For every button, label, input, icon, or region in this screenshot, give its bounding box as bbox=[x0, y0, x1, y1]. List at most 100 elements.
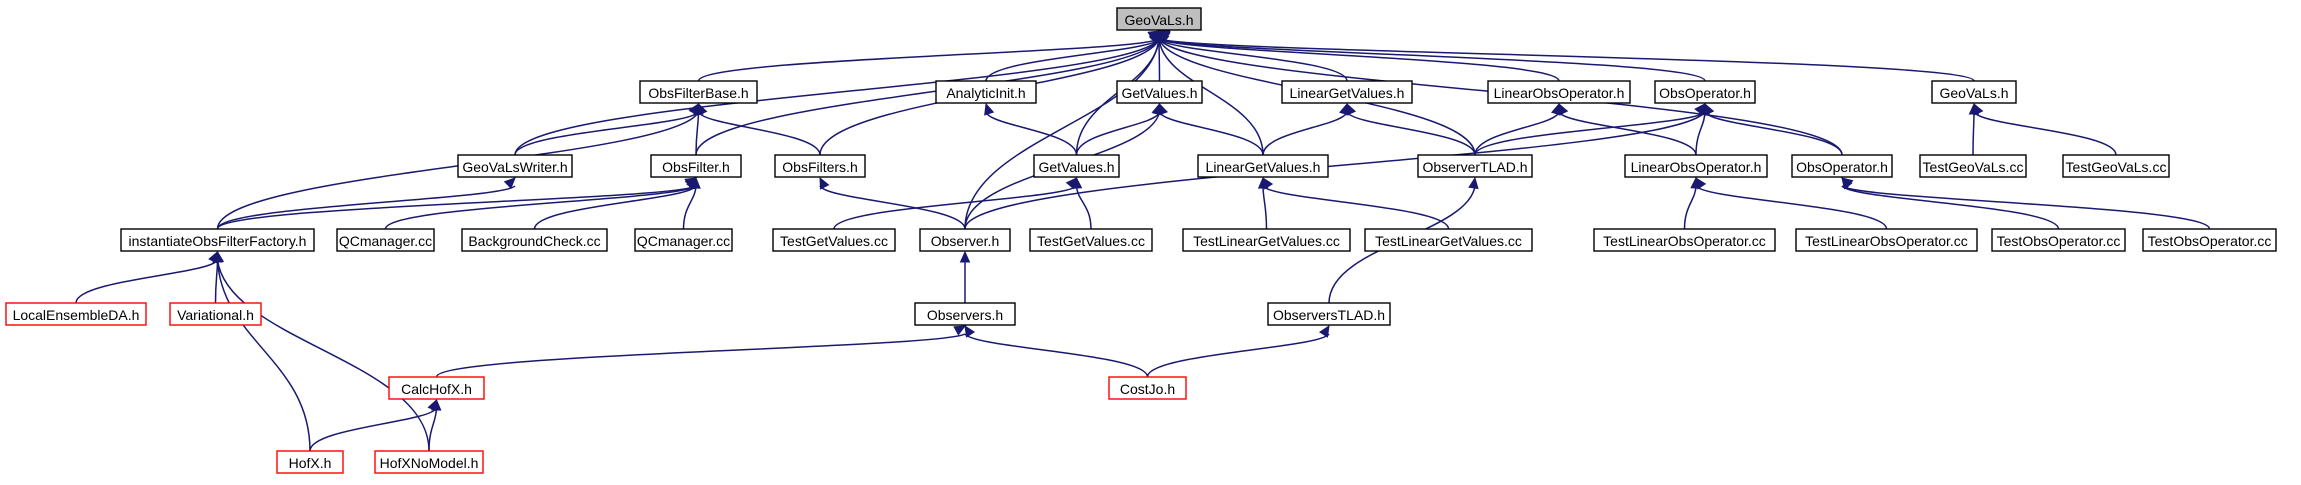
node-box[interactable] bbox=[2142, 228, 2277, 252]
node-box[interactable] bbox=[120, 228, 315, 252]
node-box[interactable] bbox=[639, 80, 758, 104]
node-box[interactable] bbox=[1593, 228, 1776, 252]
node-box[interactable] bbox=[650, 154, 742, 178]
node-label: BackgroundCheck.cc bbox=[468, 233, 600, 249]
node-obsoperator-h-2[interactable]: ObsOperator.h bbox=[1791, 154, 1893, 178]
node-box[interactable] bbox=[1791, 154, 1893, 178]
node-box[interactable] bbox=[774, 154, 866, 178]
node-box[interactable] bbox=[276, 450, 344, 474]
node-linearobsoperator-h-2[interactable]: LinearObsOperator.h bbox=[1624, 154, 1768, 178]
node-calchofx-h[interactable]: CalcHofX.h bbox=[388, 376, 485, 400]
node-lineargetvalues-h-1[interactable]: LinearGetValues.h bbox=[1281, 80, 1413, 104]
node-box[interactable] bbox=[388, 376, 485, 400]
node-backgroundcheck-cc[interactable]: BackgroundCheck.cc bbox=[461, 228, 608, 252]
node-observerstlad-h[interactable]: ObserversTLAD.h bbox=[1267, 302, 1391, 326]
node-label: HofX.h bbox=[289, 455, 332, 471]
node-qcmanager-cc-2[interactable]: QCmanager.cc bbox=[634, 228, 733, 252]
node-observer-h[interactable]: Observer.h bbox=[919, 228, 1011, 252]
edge-obsfilterbase_h-to-geovalswriter_h bbox=[514, 111, 700, 156]
node-box[interactable] bbox=[772, 228, 896, 252]
node-testlinearobsoperator-cc-1[interactable]: TestLinearObsOperator.cc bbox=[1593, 228, 1776, 252]
edge-observerstlad_h-to-costjo_h bbox=[1146, 333, 1330, 378]
arrowhead-obsfilter_h-to-qcmanager_cc_2 bbox=[690, 176, 701, 189]
node-box[interactable] bbox=[1991, 228, 2126, 252]
node-obsfilter-h[interactable]: ObsFilter.h bbox=[650, 154, 742, 178]
node-testlineargetvalues-cc-2[interactable]: TestLinearGetValues.cc bbox=[1364, 228, 1533, 252]
node-box[interactable] bbox=[336, 228, 435, 252]
node-testgetvalues-cc-2[interactable]: TestGetValues.cc bbox=[1029, 228, 1153, 252]
edge-getvalues_h_2-to-testgetvalues_cc_1 bbox=[833, 185, 1078, 230]
node-variational-h[interactable]: Variational.h bbox=[169, 302, 262, 326]
node-testgeovals-cc-1[interactable]: TestGeoVaLs.cc bbox=[1919, 154, 2027, 178]
node-instantiateobsfilterfactory-h[interactable]: instantiateObsFilterFactory.h bbox=[120, 228, 315, 252]
node-observertlad-h[interactable]: ObserverTLAD.h bbox=[1417, 154, 1533, 178]
node-label: TestGetValues.cc bbox=[780, 233, 888, 249]
node-obsfilters-h[interactable]: ObsFilters.h bbox=[774, 154, 866, 178]
node-obsfilterbase-h[interactable]: ObsFilterBase.h bbox=[639, 80, 758, 104]
node-linearobsoperator-h-1[interactable]: LinearObsOperator.h bbox=[1487, 80, 1631, 104]
node-label: GeoVaLs.h bbox=[1124, 12, 1193, 28]
edge-geovals_h_root-to-getvalues_h_1 bbox=[1158, 38, 1161, 82]
node-box[interactable] bbox=[1417, 154, 1533, 178]
node-box[interactable] bbox=[2062, 154, 2170, 178]
node-box[interactable] bbox=[1931, 80, 2017, 104]
node-testlineargetvalues-cc-1[interactable]: TestLinearGetValues.cc bbox=[1182, 228, 1351, 252]
node-box[interactable] bbox=[1108, 376, 1187, 400]
node-label: LinearObsOperator.h bbox=[1494, 85, 1625, 101]
node-box[interactable] bbox=[1919, 154, 2027, 178]
node-label: LinearGetValues.h bbox=[1290, 85, 1405, 101]
node-analyticinit-h[interactable]: AnalyticInit.h bbox=[935, 80, 1037, 104]
node-box[interactable] bbox=[1116, 80, 1203, 104]
node-costjo-h[interactable]: CostJo.h bbox=[1108, 376, 1187, 400]
edge-linearobsoperator_h_1-to-linearobsoperator_h_2 bbox=[1558, 111, 1697, 156]
node-getvalues-h-2[interactable]: GetValues.h bbox=[1033, 154, 1120, 178]
node-box[interactable] bbox=[919, 228, 1011, 252]
node-box[interactable] bbox=[914, 302, 1016, 326]
node-observers-h[interactable]: Observers.h bbox=[914, 302, 1016, 326]
node-testobsoperator-cc-2[interactable]: TestObsOperator.cc bbox=[2142, 228, 2277, 252]
node-label: LinearObsOperator.h bbox=[1631, 159, 1762, 175]
node-lineargetvalues-h-2[interactable]: LinearGetValues.h bbox=[1197, 154, 1329, 178]
node-box[interactable] bbox=[169, 302, 262, 326]
node-box[interactable] bbox=[1654, 80, 1756, 104]
node-obsoperator-h-1[interactable]: ObsOperator.h bbox=[1654, 80, 1756, 104]
node-box[interactable] bbox=[935, 80, 1037, 104]
node-testgetvalues-cc-1[interactable]: TestGetValues.cc bbox=[772, 228, 896, 252]
node-qcmanager-cc-1[interactable]: QCmanager.cc bbox=[336, 228, 435, 252]
node-box[interactable] bbox=[1033, 154, 1120, 178]
node-box[interactable] bbox=[461, 228, 608, 252]
node-label: QCmanager.cc bbox=[339, 233, 432, 249]
node-box[interactable] bbox=[1116, 7, 1202, 31]
node-box[interactable] bbox=[1795, 228, 1978, 252]
node-hofxnomodel-h[interactable]: HofXNoModel.h bbox=[374, 450, 484, 474]
node-box[interactable] bbox=[1197, 154, 1329, 178]
node-hofx-h[interactable]: HofX.h bbox=[276, 450, 344, 474]
node-testgeovals-cc-2[interactable]: TestGeoVaLs.cc bbox=[2062, 154, 2170, 178]
node-box[interactable] bbox=[1487, 80, 1631, 104]
node-box[interactable] bbox=[1281, 80, 1413, 104]
node-box[interactable] bbox=[457, 154, 573, 178]
node-label: ObsOperator.h bbox=[1796, 159, 1888, 175]
edge-obsoperator_h_2-to-testobsoperator_cc_1 bbox=[1841, 185, 2060, 230]
node-geovals-h-root[interactable]: GeoVaLs.h bbox=[1116, 7, 1202, 31]
node-box[interactable] bbox=[374, 450, 484, 474]
node-box[interactable] bbox=[1029, 228, 1153, 252]
arrowhead-linearobsoperator_h_2-to-testlinearobsoperator_cc_2 bbox=[1695, 176, 1707, 190]
node-box[interactable] bbox=[1624, 154, 1768, 178]
node-box[interactable] bbox=[634, 228, 733, 252]
edge-geovals_h_root-to-lineargetvalues_h_1 bbox=[1158, 38, 1348, 82]
node-box[interactable] bbox=[1364, 228, 1533, 252]
node-box[interactable] bbox=[1182, 228, 1351, 252]
arrowhead-instantiateobsfilterfactory_h-to-hofxnomodel_h bbox=[213, 250, 225, 264]
edge-instantiateobsfilterfactory_h-to-hofxnomodel_h bbox=[216, 259, 430, 452]
node-geovals-h-2[interactable]: GeoVaLs.h bbox=[1931, 80, 2017, 104]
node-getvalues-h-1[interactable]: GetValues.h bbox=[1116, 80, 1203, 104]
node-geovalswriter-h[interactable]: GeoVaLsWriter.h bbox=[457, 154, 573, 178]
node-testobsoperator-cc-1[interactable]: TestObsOperator.cc bbox=[1991, 228, 2126, 252]
node-localensembleda-h[interactable]: LocalEnsembleDA.h bbox=[5, 302, 147, 326]
node-box[interactable] bbox=[5, 302, 147, 326]
edge-obsfilterbase_h-to-obsfilters_h bbox=[697, 111, 821, 156]
node-box[interactable] bbox=[1267, 302, 1391, 326]
node-testlinearobsoperator-cc-2[interactable]: TestLinearObsOperator.cc bbox=[1795, 228, 1978, 252]
arrowhead-lineargetvalues_h_1-to-observertlad_h bbox=[1346, 102, 1357, 116]
